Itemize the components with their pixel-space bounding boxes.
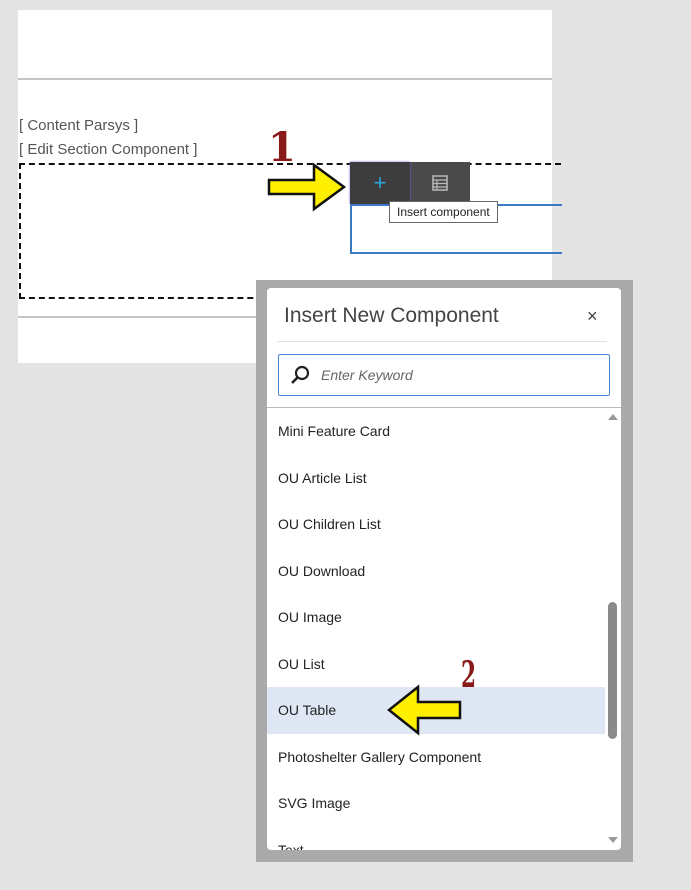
- list-item[interactable]: Photoshelter Gallery Component: [278, 748, 482, 765]
- search-field[interactable]: [278, 354, 610, 396]
- plus-icon[interactable]: +: [350, 162, 410, 204]
- arrow-left-icon: [386, 684, 462, 736]
- list-item[interactable]: OU Download: [278, 562, 366, 579]
- content-parsys-label[interactable]: [ Content Parsys ]: [19, 117, 139, 134]
- scrollbar[interactable]: [607, 410, 619, 850]
- table-icon[interactable]: [410, 162, 470, 204]
- close-button[interactable]: ×: [587, 306, 598, 326]
- component-toolbar: +: [350, 162, 470, 204]
- tooltip: Insert component: [389, 201, 498, 223]
- scroll-up-icon[interactable]: [608, 414, 618, 420]
- step-1-label: 1: [268, 124, 296, 171]
- scrollbar-thumb[interactable]: [608, 602, 617, 739]
- list-item[interactable]: SVG Image: [278, 795, 351, 811]
- list-item[interactable]: OU List: [278, 655, 325, 672]
- dialog-title: Insert New Component: [284, 304, 499, 327]
- edit-section-label[interactable]: [ Edit Section Component ]: [19, 141, 198, 158]
- list-item[interactable]: Mini Feature Card: [278, 423, 391, 439]
- step-2-label: 2: [461, 654, 477, 696]
- arrow-right-icon: [267, 162, 347, 212]
- search-icon: [291, 365, 310, 384]
- component-list: Mini Feature Card OU Article List OU Chi…: [267, 408, 605, 850]
- list-item[interactable]: OU Image: [278, 609, 342, 625]
- divider: [277, 341, 607, 342]
- list-item[interactable]: OU Article List: [278, 469, 367, 486]
- divider: [267, 407, 621, 408]
- divider: [18, 78, 552, 80]
- list-item[interactable]: OU Children List: [278, 516, 381, 532]
- search-input[interactable]: [319, 363, 603, 387]
- list-item[interactable]: Text: [278, 841, 304, 851]
- scroll-down-icon[interactable]: [608, 837, 618, 843]
- insert-component-dialog: Insert New Component × Mini Feature Card…: [267, 288, 621, 850]
